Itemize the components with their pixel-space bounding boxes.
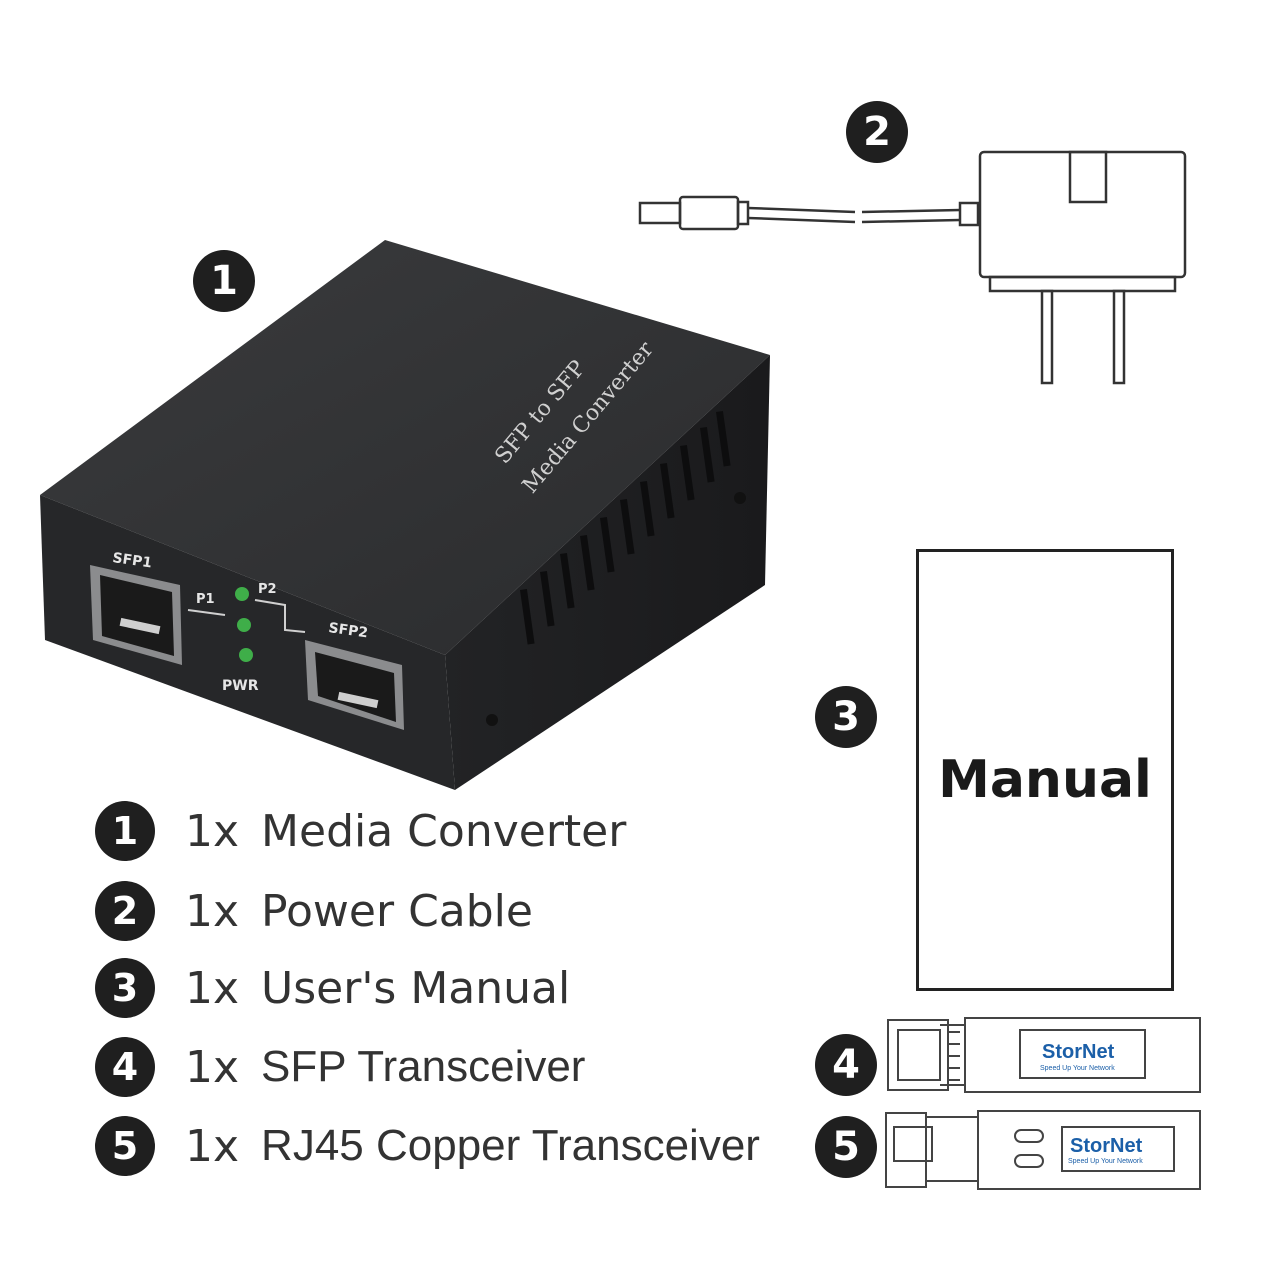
rj45-transceiver-image: StorNet Speed Up Your Network — [885, 1110, 1201, 1190]
item-quantity: 1x — [185, 885, 240, 937]
callout-badge-1: 1 — [193, 250, 255, 312]
callout-badge-2: 2 — [846, 101, 908, 163]
callout-badge-4: 4 — [815, 1034, 877, 1096]
item-quantity: 1x — [185, 1120, 240, 1172]
device-top-face — [40, 240, 770, 655]
led-pwr — [239, 648, 253, 662]
callout-badge-3: 3 — [815, 686, 877, 748]
item-quantity: 1x — [185, 1041, 240, 1093]
led-label-p1: P1 — [196, 592, 215, 607]
item-quantity: 1x — [185, 962, 240, 1014]
device-front-face — [40, 495, 455, 790]
rj45-brand-name: StorNet — [1070, 1135, 1143, 1157]
callout-badge-5: 5 — [815, 1116, 877, 1178]
item-number-badge: 4 — [95, 1037, 155, 1097]
sfp1-label: SFP1 — [111, 550, 152, 571]
item-number-badge: 1 — [95, 801, 155, 861]
screw — [734, 492, 746, 504]
led-p1 — [235, 587, 249, 601]
contents-item: 5 1x RJ45 Copper Transceiver — [95, 1115, 760, 1177]
power-adapter-image — [638, 150, 1187, 385]
manual-title: Manual — [938, 750, 1152, 810]
rj45-brand-tagline: Speed Up Your Network — [1068, 1158, 1143, 1165]
item-number-badge: 5 — [95, 1116, 155, 1176]
item-number-badge: 2 — [95, 881, 155, 941]
sfp2-label: SFP2 — [327, 620, 368, 641]
item-quantity: 1x — [185, 805, 240, 857]
item-number-badge: 3 — [95, 958, 155, 1018]
contents-item: 1 1x Media Converter — [95, 800, 626, 862]
contents-item: 2 1x Power Cable — [95, 880, 533, 942]
vent-slots — [520, 411, 731, 645]
led-label-p2: P2 — [258, 582, 277, 597]
media-converter-image: SFP to SFP Media Converter SFP1 SFP2 P1 … — [40, 240, 770, 790]
sfp-transceiver-image: StorNet Speed Up Your Network — [887, 1017, 1201, 1093]
item-label: RJ45 Copper Transceiver — [261, 1121, 760, 1170]
sfp-brand-name: StorNet — [1042, 1041, 1115, 1063]
screw — [486, 714, 498, 726]
manual-illustration: Manual — [916, 549, 1174, 991]
contents-item: 3 1x User's Manual — [95, 957, 570, 1019]
contents-item: 4 1x SFP Transceiver — [95, 1036, 585, 1098]
item-label: Power Cable — [261, 885, 533, 937]
led-label-pwr: PWR — [222, 678, 259, 694]
sfp-brand-tagline: Speed Up Your Network — [1040, 1065, 1115, 1072]
item-label: SFP Transceiver — [261, 1042, 586, 1091]
led-p2 — [237, 618, 251, 632]
item-label: User's Manual — [261, 962, 571, 1014]
item-label: Media Converter — [261, 805, 627, 857]
